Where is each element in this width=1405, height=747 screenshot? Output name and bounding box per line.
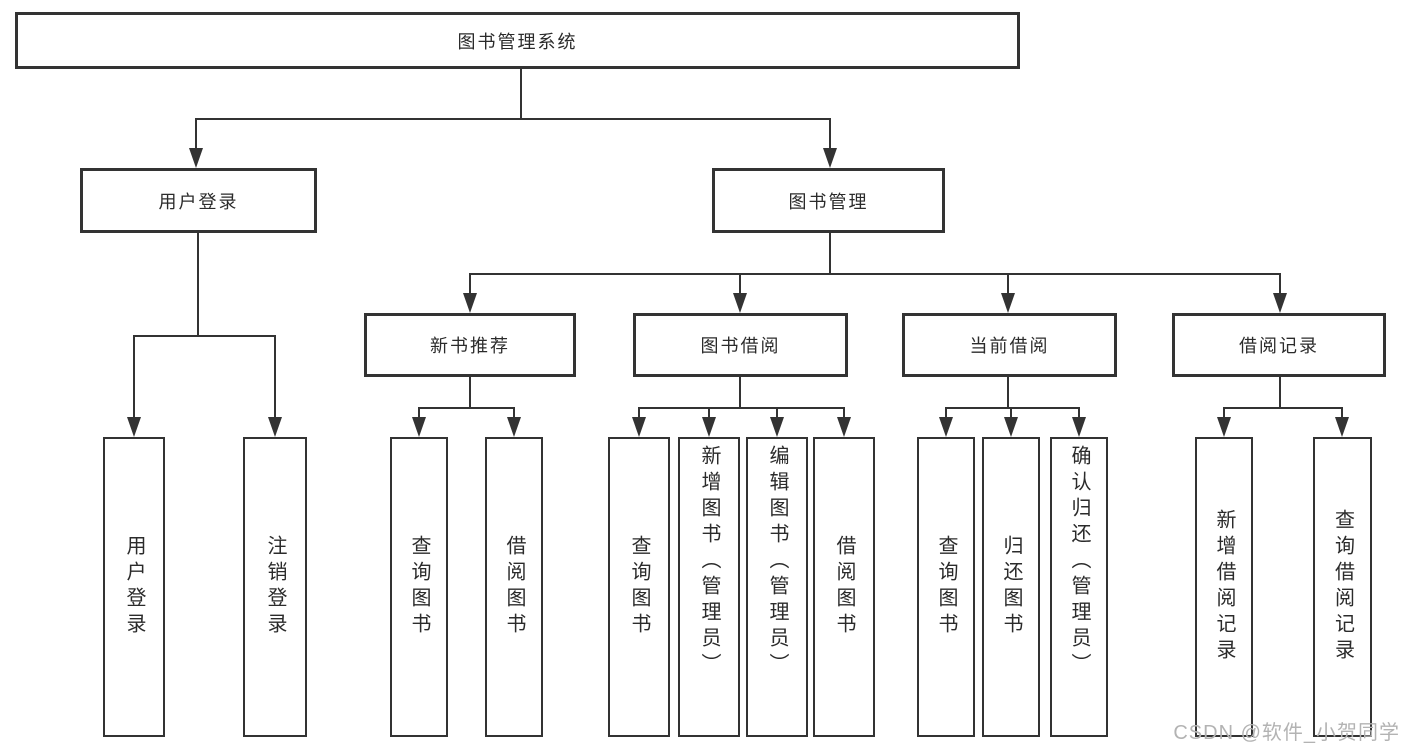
connector-vline [739, 273, 741, 297]
connector-vline [274, 335, 276, 419]
arrow-down-icon [837, 417, 851, 437]
connector-vline [829, 118, 831, 150]
arrow-down-icon [189, 148, 203, 168]
connector-vline [739, 377, 741, 407]
leaf-query-books-recommend: 查询图书 [390, 437, 448, 737]
connector-vline [1010, 407, 1012, 421]
leaf-confirm-return-admin-label: 确认归还（管理员） [1068, 445, 1090, 679]
arrow-down-icon [823, 148, 837, 168]
arrow-down-icon [412, 417, 426, 437]
arrow-down-icon [939, 417, 953, 437]
leaf-query-borrow-record: 查询借阅记录 [1313, 437, 1372, 737]
connector-vline [513, 407, 515, 421]
arrow-down-icon [127, 417, 141, 437]
node-book-borrowing: 图书借阅 [633, 313, 848, 377]
connector-vline [1078, 407, 1080, 421]
connector-vline [197, 233, 199, 335]
connector-vline [1007, 377, 1009, 407]
connector-vline [469, 377, 471, 407]
leaf-edit-books-admin-label: 编辑图书（管理员） [766, 445, 788, 679]
connector-vline [1279, 377, 1281, 407]
connector-hline [418, 407, 515, 409]
connector-hline [1223, 407, 1343, 409]
node-current-borrowing: 当前借阅 [902, 313, 1117, 377]
node-user-login-label: 用户登录 [158, 191, 239, 212]
arrow-down-icon [1273, 293, 1287, 313]
leaf-query-books-recommend-label: 查询图书 [408, 535, 430, 639]
leaf-logout: 注销登录 [243, 437, 307, 737]
connector-vline [1341, 407, 1343, 421]
leaf-borrow-books-borrowing-label: 借阅图书 [833, 535, 855, 639]
leaf-return-books: 归还图书 [982, 437, 1040, 737]
leaf-query-books-borrowing: 查询图书 [608, 437, 670, 737]
node-borrowing-records: 借阅记录 [1172, 313, 1386, 377]
connector-vline [195, 118, 197, 150]
leaf-confirm-return-admin: 确认归还（管理员） [1050, 437, 1108, 737]
arrow-down-icon [1001, 293, 1015, 313]
node-borrowing-records-label: 借阅记录 [1239, 336, 1319, 356]
arrow-down-icon [1004, 417, 1018, 437]
arrow-down-icon [770, 417, 784, 437]
node-new-book-recommend: 新书推荐 [364, 313, 576, 377]
leaf-return-books-label: 归还图书 [1000, 535, 1022, 639]
node-book-borrowing-label: 图书借阅 [700, 336, 781, 356]
leaf-add-borrow-record-label: 新增借阅记录 [1213, 509, 1235, 665]
leaf-add-borrow-record: 新增借阅记录 [1195, 437, 1253, 737]
node-root: 图书管理系统 [15, 12, 1020, 69]
node-book-management-label: 图书管理 [788, 191, 869, 212]
connector-hline [133, 335, 276, 337]
leaf-add-books-admin-label: 新增图书（管理员） [698, 445, 720, 679]
leaf-query-books-borrowing-label: 查询图书 [628, 535, 650, 639]
arrow-down-icon [463, 293, 477, 313]
leaf-add-books-admin: 新增图书（管理员） [678, 437, 740, 737]
connector-vline [1279, 273, 1281, 297]
leaf-logout-label: 注销登录 [264, 535, 286, 639]
node-current-borrowing-label: 当前借阅 [969, 336, 1050, 356]
arrow-down-icon [507, 417, 521, 437]
connector-hline [945, 407, 1080, 409]
leaf-edit-books-admin: 编辑图书（管理员） [746, 437, 808, 737]
node-new-book-recommend-label: 新书推荐 [430, 336, 510, 356]
leaf-borrow-books-borrowing: 借阅图书 [813, 437, 875, 737]
connector-vline [945, 407, 947, 421]
leaf-query-books-current: 查询图书 [917, 437, 975, 737]
csdn-watermark: CSDN @软件_小贺同学 [1173, 722, 1400, 744]
leaf-borrow-books-recommend-label: 借阅图书 [503, 535, 525, 639]
connector-vline [133, 335, 135, 419]
leaf-query-borrow-record-label: 查询借阅记录 [1331, 509, 1354, 665]
connector-vline [1007, 273, 1009, 297]
connector-vline [843, 407, 845, 421]
leaf-borrow-books-recommend: 借阅图书 [485, 437, 543, 737]
connector-hline [195, 118, 831, 120]
connector-vline [638, 407, 640, 421]
connector-vline [469, 273, 471, 297]
connector-hline [638, 407, 845, 409]
node-user-login: 用户登录 [80, 168, 317, 233]
node-root-label: 图书管理系统 [457, 31, 578, 52]
connector-vline [1223, 407, 1225, 421]
connector-hline [469, 273, 1281, 275]
connector-vline [520, 69, 522, 118]
connector-vline [708, 407, 710, 421]
arrow-down-icon [1217, 417, 1231, 437]
arrow-down-icon [1335, 417, 1349, 437]
arrow-down-icon [733, 293, 747, 313]
node-book-management: 图书管理 [712, 168, 945, 233]
arrow-down-icon [268, 417, 282, 437]
connector-vline [418, 407, 420, 421]
arrow-down-icon [702, 417, 716, 437]
connector-vline [776, 407, 778, 421]
leaf-user-login: 用户登录 [103, 437, 165, 737]
leaf-user-login-label: 用户登录 [123, 535, 145, 639]
arrow-down-icon [632, 417, 646, 437]
leaf-query-books-current-label: 查询图书 [935, 535, 957, 639]
arrow-down-icon [1072, 417, 1086, 437]
connector-vline [829, 233, 831, 273]
